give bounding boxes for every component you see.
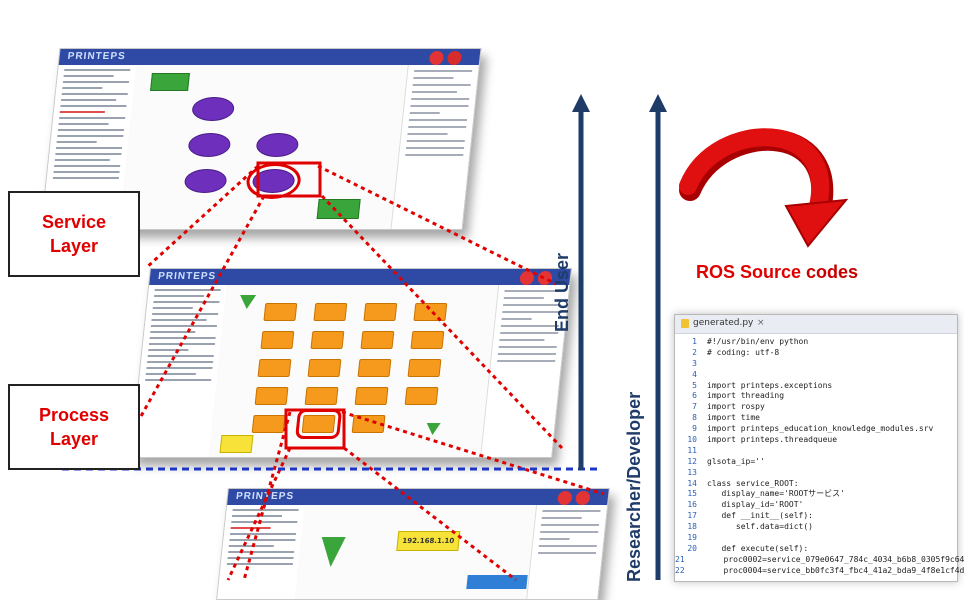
line-text: class service_ROOT: [707,478,799,488]
process-selection-box [284,408,346,450]
line-number: 2 [692,347,697,357]
line-number: 11 [687,445,697,455]
end-user-arrow-head [572,94,590,112]
line-text: display_name='ROOTサービス' [707,489,845,499]
curved-arrow-head-icon [784,198,849,248]
code-line: 8 import time [675,413,957,424]
line-number: 22 [675,565,685,575]
line-number: 5 [692,380,697,390]
line-number: 7 [692,402,697,412]
line-text: import printeps.threadqueue [707,435,838,445]
code-line: 6 import threading [675,391,957,402]
line-number: 20 [687,543,697,553]
line-number: 21 [675,554,685,564]
process-layer-label: Process Layer [8,384,140,470]
service-layer-label-line2: Layer [49,236,99,256]
end-user-label: End User [552,252,572,332]
code-line: 9 import printeps_education_knowledge_mod… [675,424,957,435]
line-number: 15 [687,489,697,499]
process-layer-label-line2: Layer [49,429,99,449]
service-selection-box [256,161,322,198]
code-line: 21 proc0002=service_079e0647_784c_4034_b… [675,554,964,566]
line-number: 8 [692,413,697,423]
code-line: 10 import printeps.threadqueue [675,435,957,446]
line-text: def execute(self): [707,543,809,553]
code-line: 16 display_id='ROOT' [675,500,957,511]
service-layer-label: Service Layer [8,191,140,277]
zoom-line [242,411,292,581]
researcher-arrow-head [649,94,667,112]
code-line: 2 # coding: utf-8 [675,348,957,359]
code-line: 11 [675,446,957,457]
line-number: 13 [687,467,697,477]
code-line: 15 display_name='ROOTサービス' [675,489,957,500]
line-text: import printeps.exceptions [707,380,833,390]
line-text: import rospy [707,402,765,412]
line-text: import threading [707,391,785,401]
zoom-line [144,164,260,270]
line-number: 6 [692,391,697,401]
curved-arrow-body [679,128,830,215]
line-number: 17 [687,511,697,521]
code-line: 22 proc0004=service_bb0fc3f4_fbc4_41a2_b… [675,565,964,577]
zoom-line [320,194,564,450]
code-line: 18 self.data=dict() [675,522,957,533]
codes-text: codes [806,262,859,282]
line-number: 4 [692,369,697,379]
line-text: def __init__(self): [707,511,813,521]
ros-source-codes-label: ROS Source codes [696,262,858,283]
line-text: # coding: utf-8 [707,347,780,357]
researcher-developer-label: Researcher/Developer [624,391,644,582]
python-file-icon [681,319,689,328]
line-text: proc0004=service_bb0fc3f4_fbc4_41a2_bda9… [694,565,964,575]
tab-close-icon[interactable]: × [757,318,765,328]
line-number: 19 [687,533,697,543]
code-editor-window: generated.py × 1 #!/usr/bin/env python 2 # … [674,314,964,582]
line-text: import time [707,413,760,423]
line-number: 9 [692,424,697,434]
line-text: self.data=dict() [707,522,813,532]
line-text: display_id='ROOT' [707,500,804,510]
code-line: 20 def execute(self): [675,544,957,555]
code-line: 14 class service_ROOT: [675,479,957,490]
process-layer-label-line1: Process [38,405,110,425]
code-line: 7 import rospy [675,402,957,413]
code-line: 3 [675,359,957,370]
diagram-overlay [62,94,849,582]
line-text: #!/usr/bin/env python [707,337,809,346]
code-line: 13 [675,468,957,479]
code-line: 19 [675,533,957,544]
line-text: proc0002=service_079e0647_784c_4034_b6b8… [694,554,964,564]
line-text: glsota_ip='' [707,456,765,466]
editor-tab[interactable]: generated.py × [675,315,957,334]
line-number: 12 [687,456,697,466]
code-line: 4 [675,370,957,381]
code-line: 5 import printeps.exceptions [675,381,957,392]
line-number: 18 [687,522,697,532]
code-line: 12 glsota_ip='' [675,457,957,468]
line-number: 14 [687,478,697,488]
zoom-line [317,164,557,286]
ros-source-text: ROS Source [696,262,807,282]
tab-filename: generated.py [693,318,754,328]
service-layer-label-line1: Service [41,212,107,232]
zoom-line [343,446,517,582]
code-line: 1 #!/usr/bin/env python [675,337,957,348]
line-text: import printeps_education_knowledge_modu… [707,424,934,434]
line-number: 3 [692,358,697,368]
zoom-line [341,410,605,496]
code-line: 17 def __init__(self): [675,511,957,522]
line-number: 16 [687,500,697,510]
line-number: 10 [687,435,697,445]
line-number: 1 [692,337,697,346]
zoom-line [138,195,266,419]
